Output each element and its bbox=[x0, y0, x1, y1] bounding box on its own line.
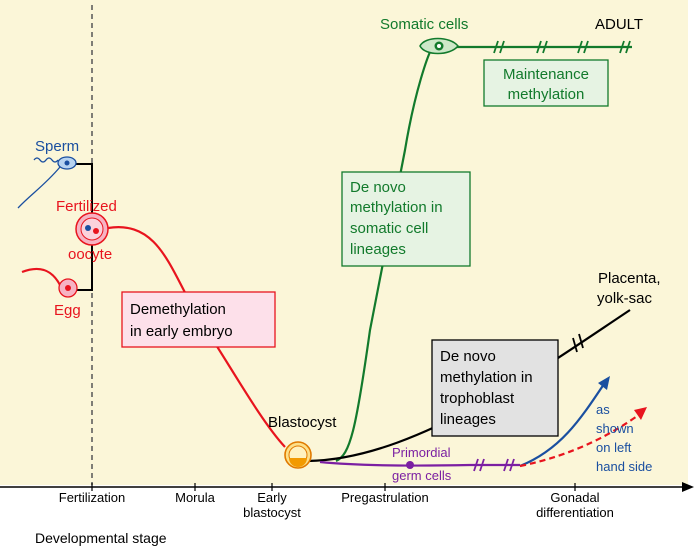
tick-label-morula: Morula bbox=[175, 490, 216, 505]
tick-label-pregastrulation: Pregastrulation bbox=[341, 490, 428, 505]
germ-cells-label: germ cells bbox=[392, 468, 452, 483]
svg-text:lineages: lineages bbox=[440, 411, 496, 428]
svg-text:Maintenance: Maintenance bbox=[503, 66, 589, 83]
tropho-break-marks bbox=[572, 333, 584, 353]
egg-icon bbox=[58, 278, 78, 298]
fertilized-oocyte-icon bbox=[75, 212, 109, 246]
maintenance-break-marks bbox=[493, 40, 631, 54]
egg-label: Egg bbox=[54, 302, 81, 319]
de-novo-somatic-box: De novo methylation in somatic cell line… bbox=[341, 171, 471, 267]
svg-text:in early embryo: in early embryo bbox=[130, 323, 233, 340]
svg-text:De novo: De novo bbox=[350, 179, 406, 196]
demethylation-box: Demethylation in early embryo bbox=[121, 291, 276, 348]
svg-text:methylation in: methylation in bbox=[440, 369, 533, 386]
as-shown-label-4: hand side bbox=[596, 459, 652, 474]
sperm-icon bbox=[17, 156, 77, 209]
svg-text:lineages: lineages bbox=[350, 241, 406, 258]
placenta-label: Placenta, bbox=[598, 270, 661, 287]
svg-text:somatic cell: somatic cell bbox=[350, 220, 428, 237]
blue-arrow-head-icon bbox=[598, 376, 610, 390]
somatic-cell-icon bbox=[419, 37, 459, 55]
svg-text:De novo: De novo bbox=[440, 348, 496, 365]
x-axis-arrow-icon bbox=[682, 482, 694, 492]
germ-break-marks bbox=[473, 458, 515, 472]
germ-cell-line bbox=[319, 460, 520, 467]
tick-label-fertilization: Fertilization bbox=[59, 490, 125, 505]
fertilized-label: Fertilized bbox=[56, 198, 117, 215]
as-shown-label-1: as bbox=[596, 402, 610, 417]
axis-title: Developmental stage bbox=[35, 530, 167, 546]
svg-text:methylation in: methylation in bbox=[350, 199, 443, 216]
blastocyst-label: Blastocyst bbox=[268, 414, 337, 431]
somatic-cells-label: Somatic cells bbox=[380, 16, 468, 33]
as-shown-label-3: on left bbox=[596, 440, 632, 455]
yolk-sac-label: yolk-sac bbox=[597, 290, 653, 307]
sperm-label: Sperm bbox=[35, 138, 79, 155]
svg-text:Demethylation: Demethylation bbox=[130, 301, 226, 318]
somatic-de-novo-curve bbox=[335, 47, 433, 463]
maintenance-box: Maintenance methylation bbox=[483, 59, 609, 107]
egg-curve bbox=[21, 267, 61, 286]
red-arrow-head-icon bbox=[634, 407, 647, 420]
red-arrow-curve bbox=[519, 413, 641, 468]
blue-arrow-curve bbox=[519, 383, 605, 468]
as-shown-label-2: shown bbox=[596, 421, 634, 436]
tick-label-gonadal: Gonadal bbox=[550, 490, 599, 505]
primordial-label: Primordial bbox=[392, 445, 451, 460]
de-novo-tropho-box: De novo methylation in trophoblast linea… bbox=[431, 339, 559, 437]
tick-label-blastocyst: blastocyst bbox=[243, 505, 301, 520]
oocyte-label: oocyte bbox=[68, 246, 112, 263]
tick-label-early: Early bbox=[257, 490, 287, 505]
svg-text:methylation: methylation bbox=[508, 86, 585, 103]
tick-label-differentiation: differentiation bbox=[536, 505, 614, 520]
germ-cell-dot bbox=[406, 461, 414, 469]
svg-text:trophoblast: trophoblast bbox=[440, 390, 515, 407]
blastocyst-icon bbox=[284, 441, 312, 469]
adult-label: ADULT bbox=[595, 16, 643, 33]
